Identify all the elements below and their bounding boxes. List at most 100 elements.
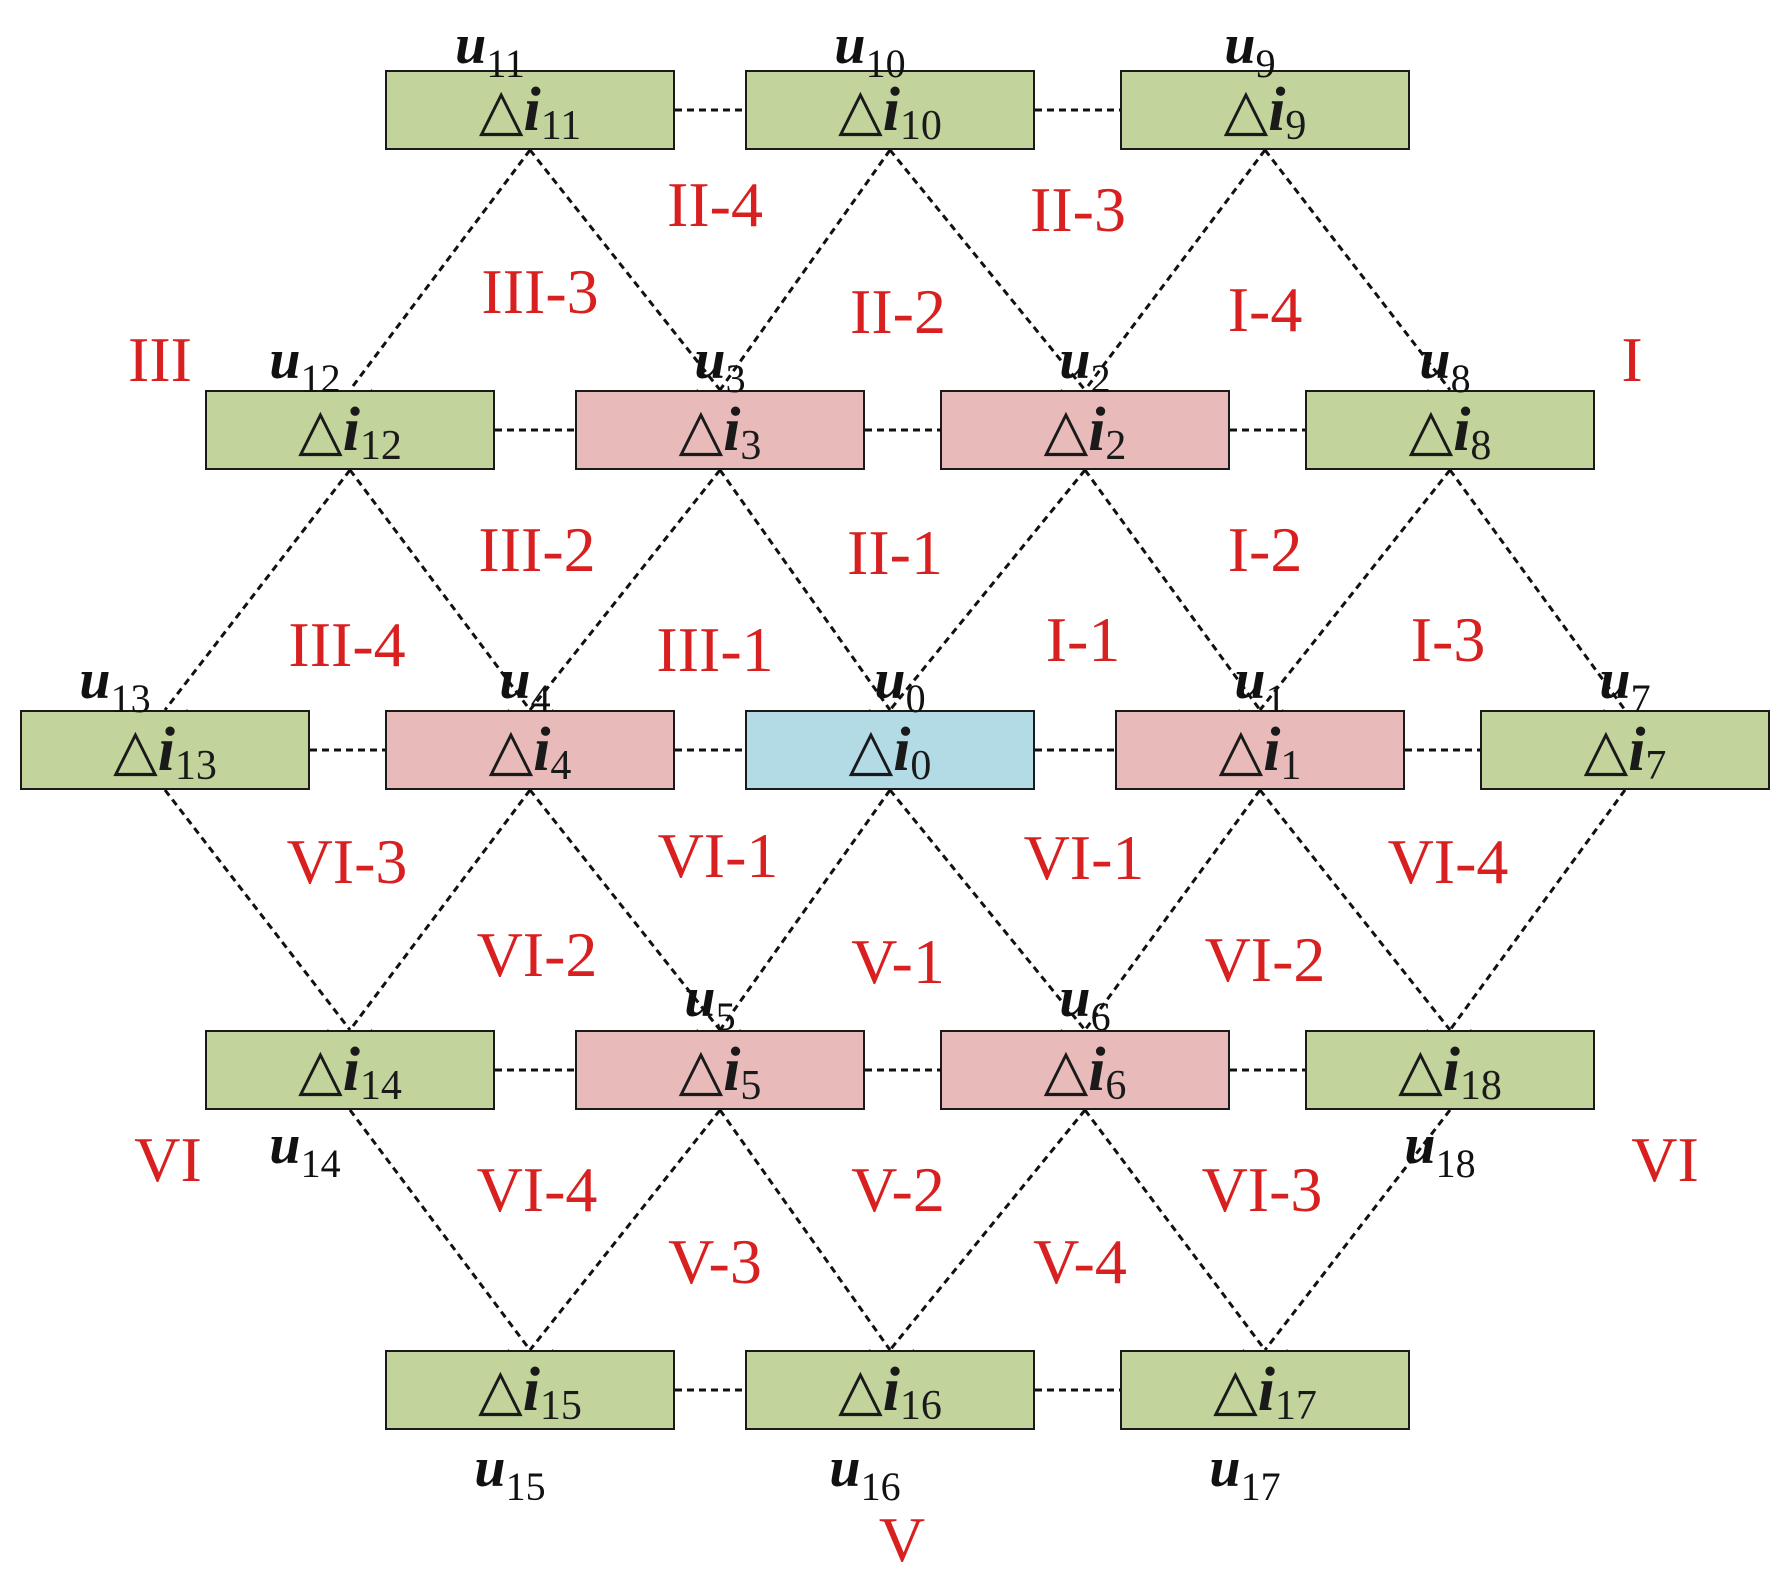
sector-label-17: V-1 bbox=[851, 926, 945, 997]
voltage-subscript: 3 bbox=[725, 356, 746, 401]
current-symbol: i bbox=[342, 396, 360, 464]
sector-label-11: I-3 bbox=[1410, 604, 1486, 675]
link-d-5-16 bbox=[718, 1109, 892, 1351]
voltage-subscript: 10 bbox=[865, 41, 906, 86]
voltage-label-11: u11 bbox=[455, 13, 525, 86]
delta-symbol: △ bbox=[1223, 77, 1269, 142]
voltage-subscript: 9 bbox=[1255, 41, 1276, 86]
current-subscript: 15 bbox=[539, 1383, 582, 1429]
voltage-label-3: u3 bbox=[694, 328, 745, 401]
voltage-label-0: u0 bbox=[874, 648, 925, 721]
current-subscript: 14 bbox=[359, 1063, 402, 1109]
voltage-label-15: u15 bbox=[474, 1436, 545, 1509]
current-subscript: 16 bbox=[899, 1383, 942, 1429]
link-d-6-16 bbox=[888, 1109, 1087, 1351]
current-symbol: i bbox=[342, 1036, 360, 1104]
link-d-5-15 bbox=[528, 1109, 722, 1351]
sector-label-9: III-1 bbox=[656, 614, 774, 685]
voltage-subscript: 8 bbox=[1450, 356, 1471, 401]
link-d-1-6 bbox=[1083, 789, 1262, 1031]
voltage-label-6: u6 bbox=[1059, 966, 1110, 1039]
current-symbol: i bbox=[533, 716, 551, 784]
sector-label-4: I-4 bbox=[1227, 274, 1303, 345]
current-symbol: i bbox=[523, 76, 541, 144]
voltage-label-16: u16 bbox=[829, 1436, 900, 1509]
current-subscript: 9 bbox=[1285, 103, 1307, 149]
sector-label-7: I-2 bbox=[1227, 514, 1303, 585]
voltage-symbol: u bbox=[269, 329, 301, 391]
current-subscript: 7 bbox=[1645, 743, 1667, 789]
delta-symbol: △ bbox=[298, 1037, 343, 1102]
current-symbol: i bbox=[1268, 76, 1286, 144]
sector-label-14: VI-1 bbox=[1023, 822, 1145, 893]
voltage-subscript: 4 bbox=[530, 676, 551, 721]
link-d-6-17 bbox=[1083, 1109, 1267, 1351]
sector-label-1: II-3 bbox=[1030, 174, 1126, 245]
voltage-subscript: 14 bbox=[300, 1141, 341, 1186]
current-subscript: 18 bbox=[1459, 1063, 1502, 1109]
sector-label-2: III-3 bbox=[481, 256, 599, 327]
sector-label-20: V-2 bbox=[851, 1154, 945, 1225]
voltage-label-17: u17 bbox=[1209, 1436, 1280, 1509]
region-label-2: VI bbox=[134, 1124, 202, 1195]
voltage-symbol: u bbox=[1059, 329, 1091, 391]
delta-symbol: △ bbox=[298, 397, 343, 462]
voltage-subscript: 6 bbox=[1090, 994, 1111, 1039]
region-label-3: VI bbox=[1631, 1124, 1699, 1195]
current-symbol: i bbox=[1263, 716, 1281, 784]
voltage-symbol: u bbox=[455, 14, 487, 76]
link-d-8-7 bbox=[1448, 469, 1627, 711]
voltage-label-4: u4 bbox=[499, 648, 550, 721]
voltage-subscript: 5 bbox=[715, 994, 736, 1039]
voltage-symbol: u bbox=[829, 1437, 861, 1499]
delta-symbol: △ bbox=[848, 717, 894, 782]
voltage-label-1: u1 bbox=[1234, 648, 1285, 721]
voltage-subscript: 17 bbox=[1240, 1464, 1281, 1509]
current-symbol: i bbox=[1257, 1356, 1275, 1424]
current-symbol: i bbox=[723, 396, 741, 464]
voltage-symbol: u bbox=[834, 14, 866, 76]
voltage-subscript: 11 bbox=[486, 41, 525, 86]
sector-label-19: VI-4 bbox=[476, 1154, 598, 1225]
voltage-symbol: u bbox=[1059, 967, 1091, 1029]
current-symbol: i bbox=[1088, 396, 1106, 464]
link-d-4-5 bbox=[528, 789, 722, 1031]
link-d-0-6 bbox=[888, 789, 1087, 1031]
voltage-symbol: u bbox=[1234, 649, 1266, 711]
current-symbol: i bbox=[882, 76, 900, 144]
sector-label-5: III-2 bbox=[478, 514, 596, 585]
sector-label-12: VI-3 bbox=[286, 826, 408, 897]
sector-label-3: II-2 bbox=[850, 276, 946, 347]
voltage-label-8: u8 bbox=[1419, 328, 1470, 401]
current-symbol: i bbox=[1442, 1036, 1460, 1104]
voltage-subscript: 1 bbox=[1265, 676, 1286, 721]
delta-symbol: △ bbox=[478, 77, 524, 142]
voltage-label-13: u13 bbox=[79, 648, 150, 721]
voltage-symbol: u bbox=[79, 649, 111, 711]
link-d-7-18 bbox=[1448, 789, 1627, 1031]
voltage-label-7: u7 bbox=[1599, 648, 1650, 721]
voltage-subscript: 0 bbox=[905, 676, 926, 721]
voltage-label-5: u5 bbox=[684, 966, 735, 1039]
link-d-2-0 bbox=[888, 469, 1087, 711]
region-label-0: III bbox=[128, 324, 192, 395]
current-symbol: i bbox=[723, 1036, 741, 1104]
voltage-symbol: u bbox=[684, 967, 716, 1029]
voltage-symbol: u bbox=[474, 1437, 506, 1499]
current-symbol: i bbox=[1628, 716, 1646, 784]
voltage-symbol: u bbox=[1404, 1114, 1436, 1176]
voltage-label-9: u9 bbox=[1224, 13, 1275, 86]
link-d-11-12 bbox=[348, 149, 532, 391]
voltage-subscript: 16 bbox=[860, 1464, 901, 1509]
link-d-12-13 bbox=[163, 469, 352, 711]
